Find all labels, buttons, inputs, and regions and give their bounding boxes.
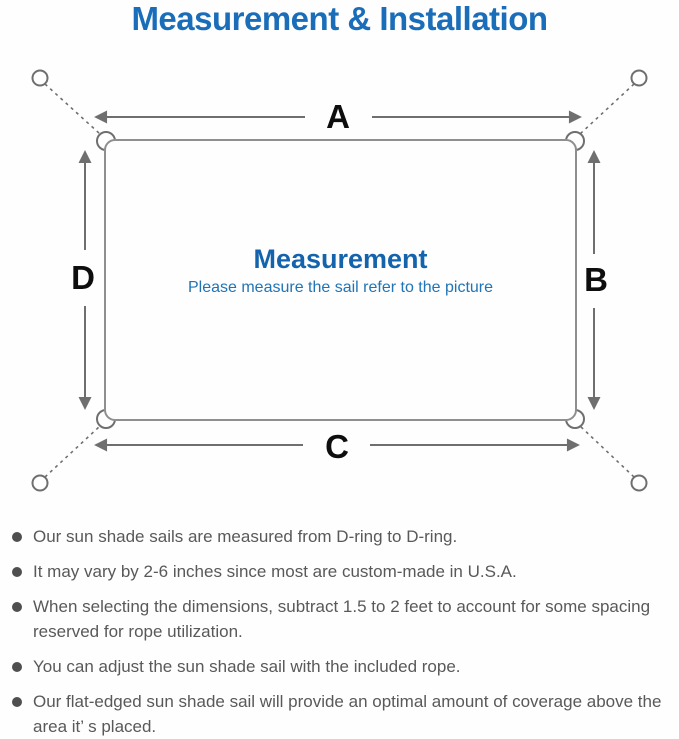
bullet-icon	[12, 532, 22, 542]
page-title: Measurement & Installation	[131, 0, 548, 37]
anchor-point-top-right	[630, 69, 648, 87]
diagram-center-subtitle: Please measure the sail refer to the pic…	[187, 279, 494, 296]
bullet-icon	[12, 567, 22, 577]
measurement-notes-list: Our sun shade sails are measured from D-…	[12, 524, 676, 739]
note-text: It may vary by 2-6 inches since most are…	[33, 562, 517, 581]
note-item: When selecting the dimensions, subtract …	[12, 594, 676, 644]
sail-diagram-canvas	[31, 69, 648, 492]
rope-dashed-line-bottom-right	[579, 425, 635, 478]
note-item: It may vary by 2-6 inches since most are…	[12, 559, 676, 584]
sail-outline	[104, 139, 577, 421]
note-item: Our sun shade sails are measured from D-…	[12, 524, 676, 549]
bullet-icon	[12, 602, 22, 612]
note-text: Our sun shade sails are measured from D-…	[33, 527, 458, 546]
anchor-point-top-left	[31, 69, 49, 87]
dimension-label-a: A	[326, 98, 350, 135]
rope-dashed-line-top-left	[44, 83, 101, 135]
bullet-icon	[12, 662, 22, 672]
sail-measurement-diagram: A B C D Measurement Please measure the s…	[31, 69, 648, 492]
note-text: When selecting the dimensions, subtract …	[33, 597, 651, 641]
note-text: You can adjust the sun shade sail with t…	[33, 657, 461, 676]
diagram-center-title: Measurement	[253, 244, 428, 274]
dimension-label-d: D	[71, 259, 95, 296]
note-item: You can adjust the sun shade sail with t…	[12, 654, 676, 679]
anchor-point-bottom-right	[630, 474, 648, 492]
rope-dashed-line-bottom-left	[44, 425, 101, 478]
anchor-point-bottom-left	[31, 474, 49, 492]
dimension-label-c: C	[325, 428, 349, 465]
bullet-icon	[12, 697, 22, 707]
dimension-label-b: B	[584, 261, 608, 298]
rope-dashed-line-top-right	[579, 83, 635, 135]
note-text: Our flat-edged sun shade sail will provi…	[33, 692, 662, 736]
note-item: Our flat-edged sun shade sail will provi…	[12, 689, 676, 739]
